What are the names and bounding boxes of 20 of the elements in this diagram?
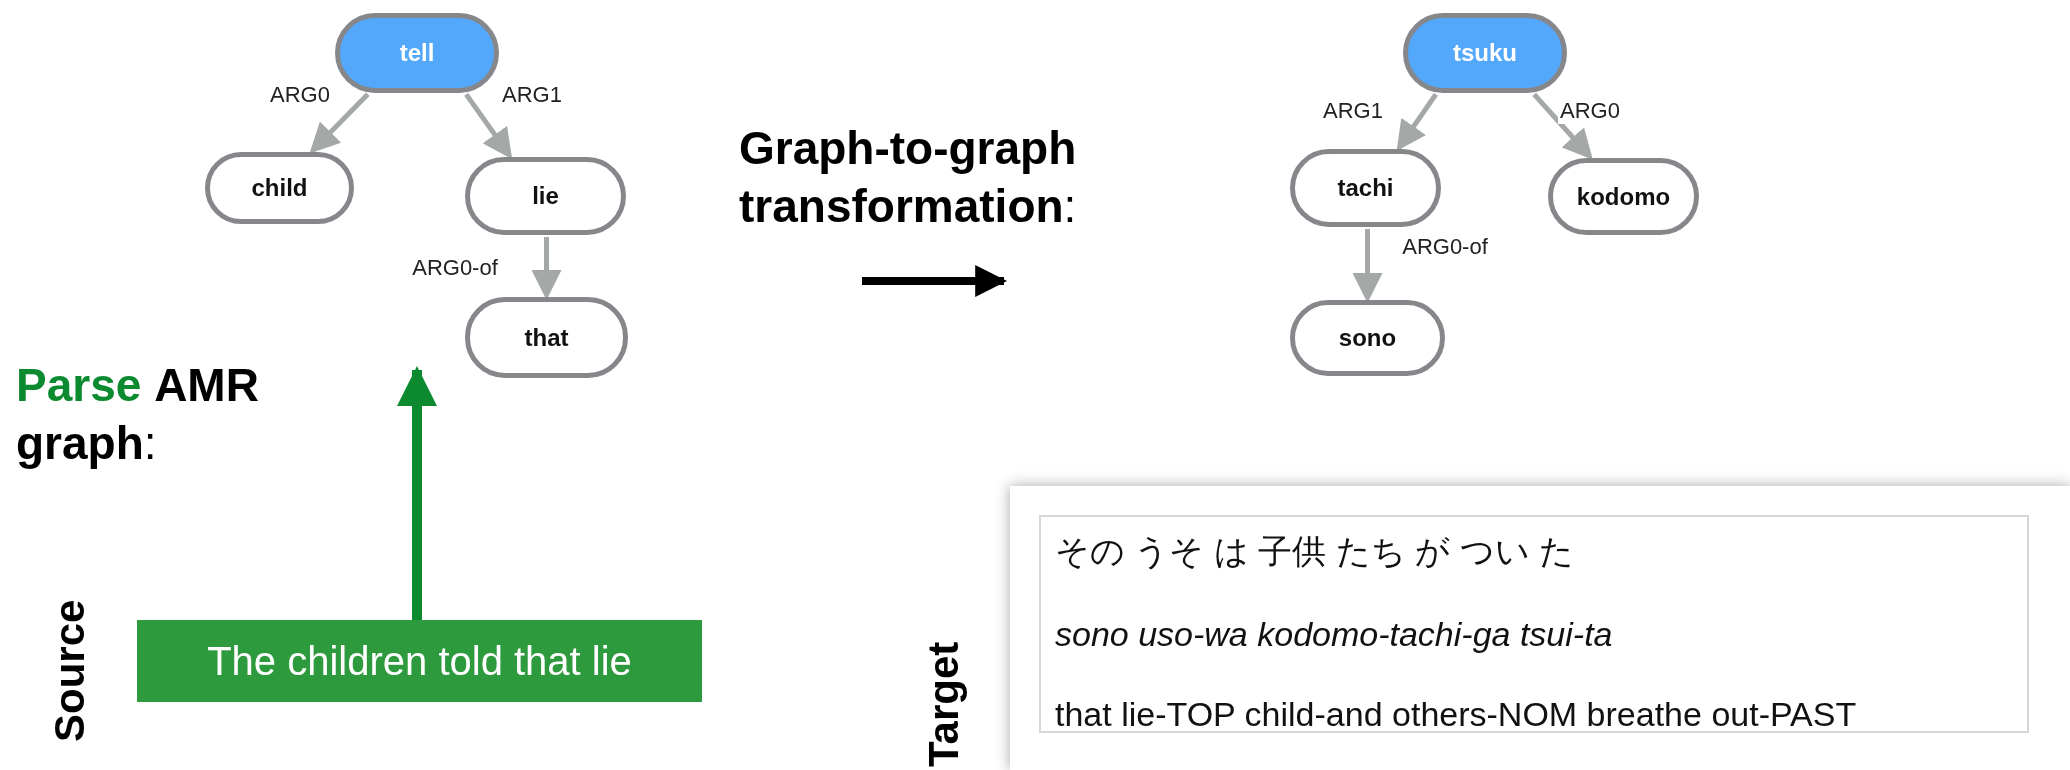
graph-node: child — [205, 152, 354, 224]
heading-text: Parse AMR graph: — [16, 358, 260, 471]
arrow — [309, 92, 370, 154]
heading-text: Graph-to-graph transformation: — [739, 121, 1078, 234]
arrow — [397, 366, 437, 620]
root-node: tell — [335, 13, 499, 93]
gloss-line: その うそ は 子供 たち が つい た — [1055, 531, 1575, 572]
graph-node: tachi — [1290, 149, 1441, 227]
graph-node: that — [465, 297, 628, 378]
graph-node: lie — [465, 157, 626, 235]
gloss-line: that lie-TOP child-and others-NOM breathe out-PAST — [1055, 695, 1857, 734]
graph-node: kodomo — [1548, 158, 1699, 235]
sentence-box: The children told that lie — [137, 620, 702, 702]
side-label: Target — [920, 641, 968, 767]
root-node: tsuku — [1403, 13, 1567, 93]
arrow — [1532, 92, 1593, 160]
side-label: Source — [46, 599, 94, 742]
gloss-line: sono uso-wa kodomo-tachi-ga tsui-ta — [1055, 615, 1613, 654]
gloss-table — [1039, 515, 2029, 733]
graph-node: sono — [1290, 300, 1445, 376]
